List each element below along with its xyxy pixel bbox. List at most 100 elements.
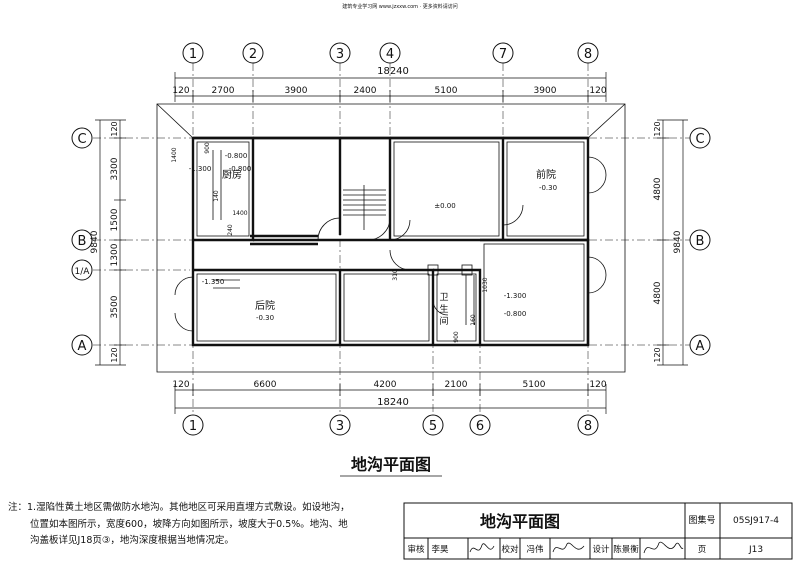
checker-signature <box>552 542 585 553</box>
level-wc2: -0.800 <box>504 310 527 318</box>
tb-reviewer: 李昊 <box>431 544 449 555</box>
grid-label-top-1: 1 <box>189 47 197 62</box>
dim-bottom-total: 18240 <box>377 397 409 408</box>
reviewer-signature <box>469 543 495 553</box>
watermark-text: 建筑专业学习网 www.jzxxw.com · 更多资料请访问 <box>342 3 458 10</box>
dim-bottom-3: 2100 <box>445 380 468 390</box>
grid-label-bottom-1: 1 <box>189 419 197 434</box>
stair <box>343 185 386 230</box>
room-kitchen: 厨房 <box>222 168 242 181</box>
dim-top-3: 2400 <box>354 86 377 96</box>
dimensions-right: 120 4800 4800 120 9840 <box>653 119 688 366</box>
designer-signature <box>643 541 684 554</box>
floor-plan <box>156 103 626 373</box>
grid-bubbles-right: C B A <box>689 127 711 356</box>
dim-top-total: 18240 <box>377 66 409 77</box>
dim-bottom-2: 4200 <box>374 380 397 390</box>
dim-top-1: 2700 <box>212 86 235 96</box>
note-line-2: 位置如本图所示，宽度600，坡降方向如图所示，坡度大于0.5%。地沟、地 <box>30 518 348 530</box>
note-line-1: 注：1.湿陷性黄土地区需做防水地沟。其他地区可采用直埋方式敷设。如设地沟， <box>8 501 350 513</box>
grid-label-top-3: 3 <box>336 47 344 62</box>
title-block: 地沟平面图 图集号 05SJ917-4 审核 李昊 校对 冯伟 设计 陈景衡 页… <box>403 502 793 560</box>
grid-label-top-6: 8 <box>584 47 592 62</box>
small-dim-1030: 1030 <box>482 277 489 292</box>
dimensions-bottom: 120 6600 4200 2100 5100 120 18240 <box>172 380 607 414</box>
level-k3: -1.300 <box>189 165 212 173</box>
grid-label-top-5: 7 <box>499 47 507 62</box>
plan-title: 地沟平面图 <box>351 455 431 474</box>
dim-left-2: 1500 <box>110 208 120 231</box>
dim-top-6: 120 <box>589 86 606 96</box>
level-wc1: -1.300 <box>504 292 527 300</box>
tb-atlas-label: 图集号 <box>688 514 715 526</box>
note-line-3: 沟盖板详见J18页③，地沟深度根据当地情况定。 <box>30 534 234 546</box>
small-dim-1400b: 1400 <box>232 210 247 217</box>
dim-right-total: 9840 <box>673 230 683 253</box>
dim-left-total: 9840 <box>90 230 100 253</box>
dim-top-0: 120 <box>172 86 189 96</box>
dim-top-4: 5100 <box>435 86 458 96</box>
grid-label-top-2: 2 <box>249 47 257 62</box>
grid-label-left-B: B <box>78 234 87 249</box>
dim-top-5: 3900 <box>534 86 557 96</box>
grid-bubbles-left: C B 1/A A <box>71 127 93 356</box>
level-back-left: -1.350 <box>202 278 225 286</box>
small-dim-1400a: 1400 <box>171 147 178 162</box>
tb-designer: 陈景衡 <box>613 544 639 555</box>
tb-page-no: J13 <box>748 545 763 555</box>
grid-label-right-A: A <box>696 339 705 354</box>
room-back-yard: 后院 <box>255 299 275 312</box>
dim-bottom-1: 6600 <box>254 380 277 390</box>
dim-left-1: 3300 <box>110 157 120 180</box>
dim-bottom-0: 120 <box>172 380 189 390</box>
level-hall: ±0.00 <box>434 202 455 210</box>
dimensions-left: 120 3300 1500 1300 3500 120 9840 <box>90 119 126 366</box>
level-back-yard: -0.30 <box>256 314 274 322</box>
level-k1: -0.800 <box>225 152 248 160</box>
tb-title: 地沟平面图 <box>480 512 560 531</box>
dim-right-3: 120 <box>653 347 662 362</box>
grid-label-top-4: 4 <box>386 47 394 62</box>
dim-left-3: 1300 <box>110 243 120 266</box>
grid-label-bottom-5: 8 <box>584 419 592 434</box>
grid-label-left-C: C <box>77 132 86 147</box>
dim-bottom-4: 5100 <box>523 380 546 390</box>
room-wc-2: 生 <box>439 303 448 315</box>
small-dim-240: 240 <box>227 224 234 236</box>
dim-right-2: 4800 <box>653 281 663 304</box>
dim-left-5: 120 <box>110 347 119 362</box>
room-front-yard: 前院 <box>536 168 556 181</box>
small-dim-140: 140 <box>213 190 220 202</box>
grid-bubbles-top: 1 2 3 4 7 8 <box>182 42 599 64</box>
small-dim-160: 160 <box>470 314 477 326</box>
level-k2: -0.800 <box>229 165 252 173</box>
tb-design-label: 设计 <box>592 544 610 555</box>
dimensions-top: 18240 120 2700 3900 2400 5100 3900 120 <box>172 66 607 102</box>
tb-check-label: 校对 <box>501 544 519 555</box>
small-dim-310: 310 <box>392 269 399 281</box>
room-wc-1: 卫 <box>439 293 448 303</box>
dim-right-1: 4800 <box>653 177 663 200</box>
grid-label-bottom-2: 3 <box>336 419 344 434</box>
grid-label-right-B: B <box>696 234 705 249</box>
dim-right-0: 120 <box>653 121 662 136</box>
dim-top-2: 3900 <box>285 86 308 96</box>
grid-label-left-1A: 1/A <box>75 267 91 277</box>
tb-atlas-no: 05SJ917-4 <box>733 516 779 526</box>
dim-bottom-5: 120 <box>589 380 606 390</box>
level-front-yard: -0.30 <box>539 184 557 192</box>
tb-review-label: 审核 <box>407 544 425 555</box>
grid-bubbles-bottom: 1 3 5 6 8 <box>182 414 599 436</box>
grid-label-bottom-3: 5 <box>429 419 437 434</box>
tb-checker: 冯伟 <box>526 544 544 555</box>
trench <box>212 150 475 325</box>
grid-label-right-C: C <box>695 132 704 147</box>
dim-left-0: 120 <box>110 121 119 136</box>
dim-left-4: 3500 <box>110 295 120 318</box>
grid-label-left-A: A <box>78 339 87 354</box>
tb-page-label: 页 <box>698 545 707 555</box>
small-dim-900b: 900 <box>453 331 460 343</box>
grid-label-bottom-4: 6 <box>476 419 484 434</box>
small-dim-900a: 900 <box>204 142 211 154</box>
